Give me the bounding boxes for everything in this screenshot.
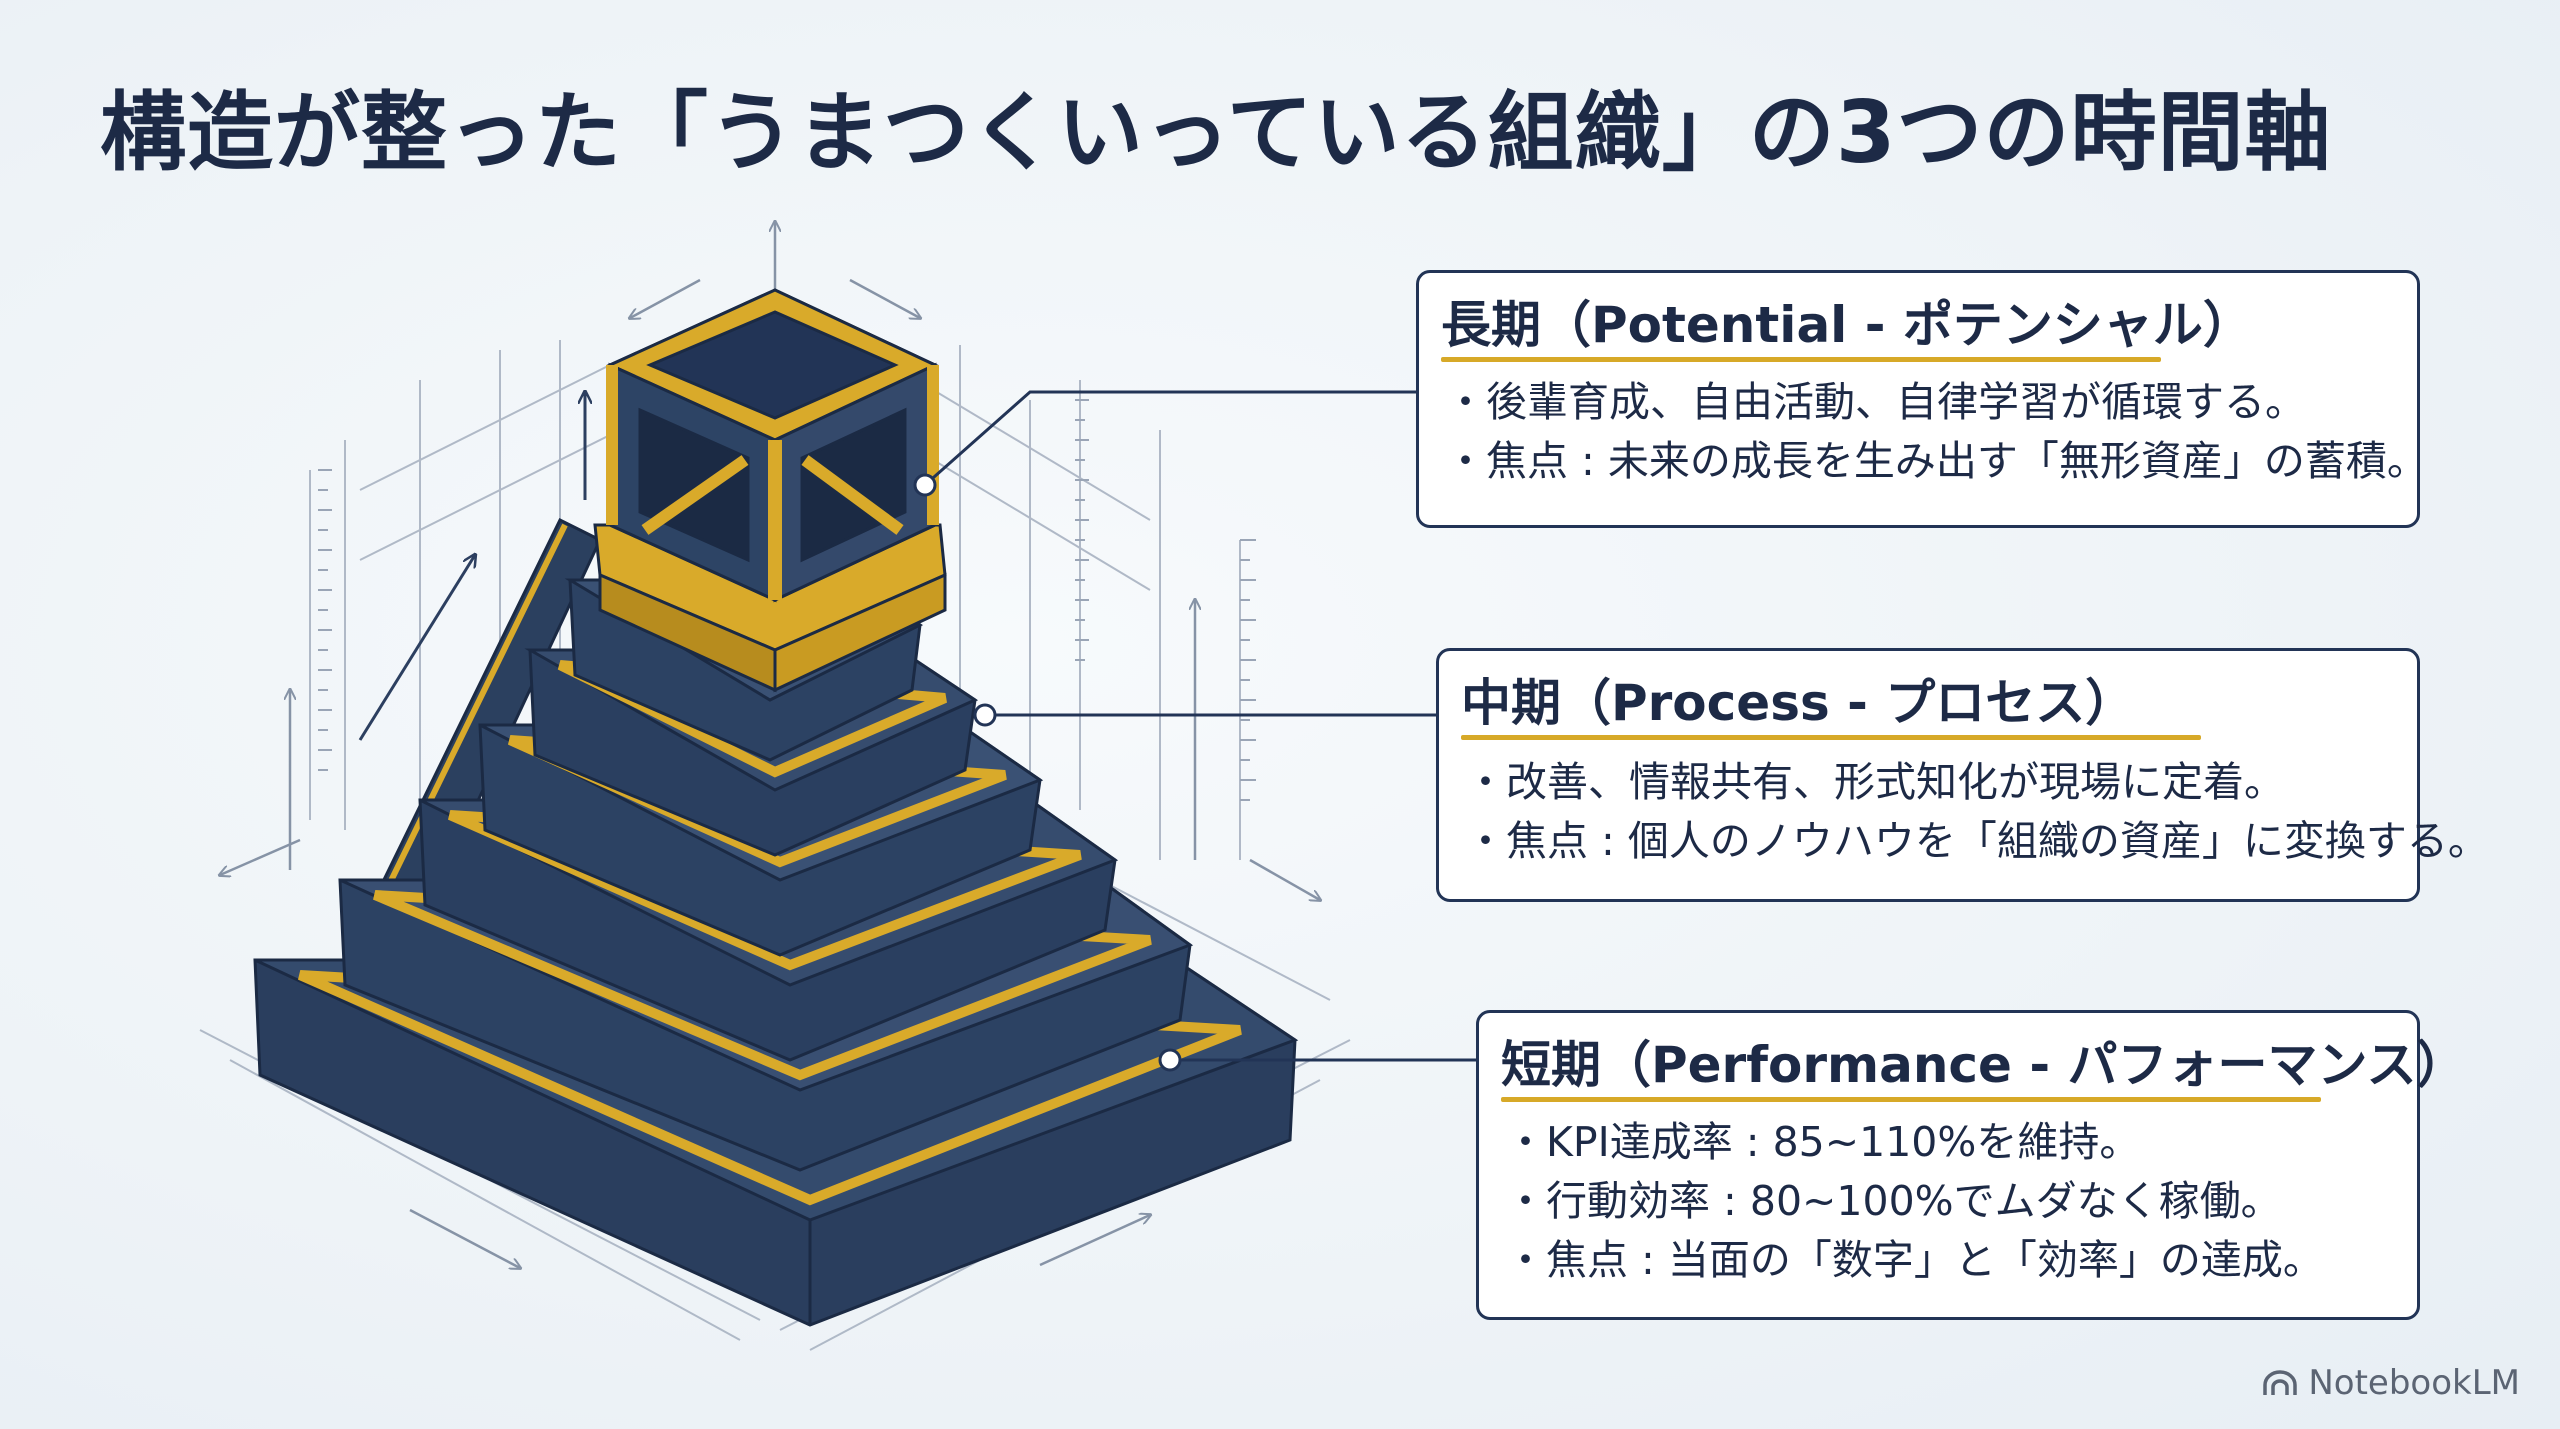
card-mid-term-heading: 中期（Process - プロセス） (1461, 674, 2136, 732)
bullet-item: 改善、情報共有、形式知化が現場に定着。 (1465, 753, 2489, 812)
card-short-term-underline (1501, 1097, 2321, 1102)
page-title: 構造が整った「うまつくいっている組織」の3つの時間軸 (100, 83, 2332, 183)
bullet-item: 焦点 : 未来の成長を生み出す「無形資産」の蓄積。 (1445, 432, 2428, 491)
growth-arrows (358, 392, 585, 741)
direction-arrows (220, 222, 1320, 1268)
brand-label: NotebookLM (2308, 1363, 2520, 1403)
frame-cube (593, 288, 947, 693)
card-long-term-heading: 長期（Potential - ポテンシャル） (1441, 296, 2253, 354)
card-short-term-bullets: KPI達成率 : 85~110%を維持。 行動効率 : 80~100%でムダなく… (1505, 1113, 2324, 1290)
bullet-item: 焦点 : 当面の「数字」と「効率」の達成。 (1505, 1231, 2324, 1290)
bullet-item: 行動効率 : 80~100%でムダなく稼働。 (1505, 1172, 2324, 1231)
bullet-item: 後輩育成、自由活動、自律学習が循環する。 (1445, 373, 2428, 432)
ruler-ticks (318, 399, 1256, 801)
card-mid-term-bullets: 改善、情報共有、形式知化が現場に定着。 焦点 : 個人のノウハウを「組織の資産」… (1465, 753, 2489, 871)
bullet-item: KPI達成率 : 85~110%を維持。 (1505, 1113, 2324, 1172)
card-mid-term-underline (1461, 735, 2201, 740)
notebooklm-brand: NotebookLM (2262, 1363, 2520, 1403)
card-short-term: 短期（Performance - パフォーマンス） KPI達成率 : 85~11… (1476, 1010, 2467, 1320)
notebooklm-logo-icon (2263, 1370, 2298, 1395)
bullet-item: 焦点 : 個人のノウハウを「組織の資産」に変換する。 (1465, 812, 2489, 871)
card-long-term-underline (1441, 357, 2161, 362)
card-short-term-heading: 短期（Performance - パフォーマンス） (1501, 1036, 2467, 1094)
card-long-term: 長期（Potential - ポテンシャル） 後輩育成、自由活動、自律学習が循環… (1416, 270, 2428, 528)
card-mid-term: 中期（Process - プロセス） 改善、情報共有、形式知化が現場に定着。 焦… (1436, 648, 2489, 902)
card-long-term-bullets: 後輩育成、自由活動、自律学習が循環する。 焦点 : 未来の成長を生み出す「無形資… (1445, 373, 2428, 491)
callout-connectors (913, 390, 1480, 1072)
